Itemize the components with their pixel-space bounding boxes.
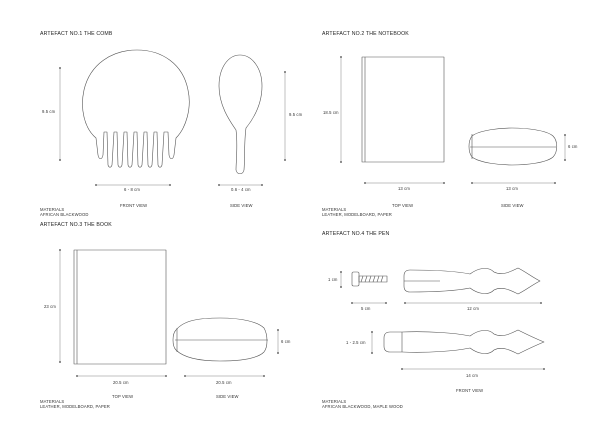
dim-endpoint [340,56,342,58]
comb-front-width-label: 6 - 8 cm [124,187,140,192]
comb-side-view-label: SIDE VIEW [230,203,253,208]
comb-front-height-label: 9.5 cm [42,109,56,114]
book-top-view-label: TOP VIEW [112,394,133,399]
pen-screw-part [351,271,388,287]
dim-endpoint [284,71,286,73]
notebook-top-outline [361,56,445,163]
dim-endpoint [59,67,61,69]
book-side-view-label: SIDE VIEW [216,394,239,399]
comb-side-height-label: 9.5 cm [289,112,303,117]
comb-materials: AFRICAN BLACKWOOD [40,212,88,217]
pen-body-width-label: 12 cm [467,306,479,311]
dim-endpoint [340,161,342,163]
dim-endpoint [59,159,61,161]
dim-endpoint [443,182,445,184]
pen-screw-width-label: 5 cm [361,306,371,311]
comb-front-outline [82,49,190,168]
book-title: ARTEFACT NO.3 THE BOOK [40,222,112,228]
artefact-comb: ARTEFACT NO.1 THE COMB 9.5 cm 6 - 8 cm 9… [40,31,303,217]
dim-endpoint [263,375,265,377]
dim-endpoint [364,182,366,184]
dim-endpoint [95,184,97,186]
dim-endpoint [471,182,473,184]
notebook-materials-heading: MATERIALS [322,207,346,212]
comb-side-width-label: 0.6 - 4 cm [231,187,251,192]
dim-endpoint [385,302,387,304]
dim-endpoint [371,331,373,333]
dim-endpoint [76,375,78,377]
notebook-top-view-label: TOP VIEW [392,203,413,208]
dim-endpoint [184,375,186,377]
comb-side-outline [218,54,263,175]
book-top-outline [73,249,167,365]
dim-endpoint [543,368,545,370]
artefact-notebook: ARTEFACT NO.2 THE NOTEBOOK 18.5 cm 13 cm… [322,31,578,217]
dim-endpoint [218,184,220,186]
book-side-height-label: 6 cm [281,339,291,344]
book-top-height-label: 23 cm [44,304,56,309]
pen-front-view-label: FRONT VIEW [456,388,483,393]
book-side-outline [172,317,268,362]
notebook-top-width-label: 13 cm [398,186,410,191]
comb-front-view-label: FRONT VIEW [120,203,147,208]
pen-title: ARTEFACT NO.4 THE PEN [322,231,390,237]
notebook-side-outline [468,127,558,166]
dim-endpoint [169,184,171,186]
dim-endpoint [404,302,406,304]
dim-endpoint [284,159,286,161]
dim-endpoint [371,352,373,354]
book-materials: LEATHER, MODELBOARD, PAPER [40,404,110,409]
notebook-materials: LEATHER, MODELBOARD, PAPER [322,212,392,217]
book-materials-heading: MATERIALS [40,399,64,404]
dim-endpoint [564,134,566,136]
pen-body-outline [403,267,541,295]
dim-endpoint [261,184,263,186]
comb-materials-heading: MATERIALS [40,207,64,212]
notebook-side-width-label: 13 cm [506,186,518,191]
dim-endpoint [554,182,556,184]
book-top-width-label: 20.5 cm [113,380,129,385]
dim-endpoint [277,352,279,354]
pen-screw-head [351,271,360,287]
artefact-pen: ARTEFACT NO.4 THE PEN 1 cm 5 cm 12 cm [322,231,545,409]
dim-endpoint [351,302,353,304]
notebook-side-view-label: SIDE VIEW [501,203,524,208]
dim-endpoint [401,368,403,370]
artefact-book: ARTEFACT NO.3 THE BOOK 23 cm 20.5 cm 6 c… [40,222,291,409]
dim-endpoint [165,375,167,377]
dim-endpoint [540,302,542,304]
pen-full-height-label: 1 - 2.5 cm [346,340,366,345]
book-side-width-label: 20.5 cm [216,380,232,385]
notebook-top-height-label: 18.5 cm [323,110,339,115]
notebook-side-height-label: 6 cm [568,144,578,149]
dim-endpoint [59,361,61,363]
pen-assembled-outline [383,329,545,355]
dim-endpoint [340,271,342,273]
pen-full-width-label: 14 cm [466,373,478,378]
pen-screw-height-label: 1 cm [328,277,338,282]
pen-materials-heading: MATERIALS [322,399,346,404]
dim-endpoint [59,249,61,251]
comb-title: ARTEFACT NO.1 THE COMB [40,31,113,37]
pen-materials: AFRICAN BLACKWOOD, MAPLE WOOD [322,404,403,409]
notebook-title: ARTEFACT NO.2 THE NOTEBOOK [322,31,409,37]
dim-endpoint [340,286,342,288]
dim-endpoint [564,159,566,161]
dim-endpoint [277,329,279,331]
